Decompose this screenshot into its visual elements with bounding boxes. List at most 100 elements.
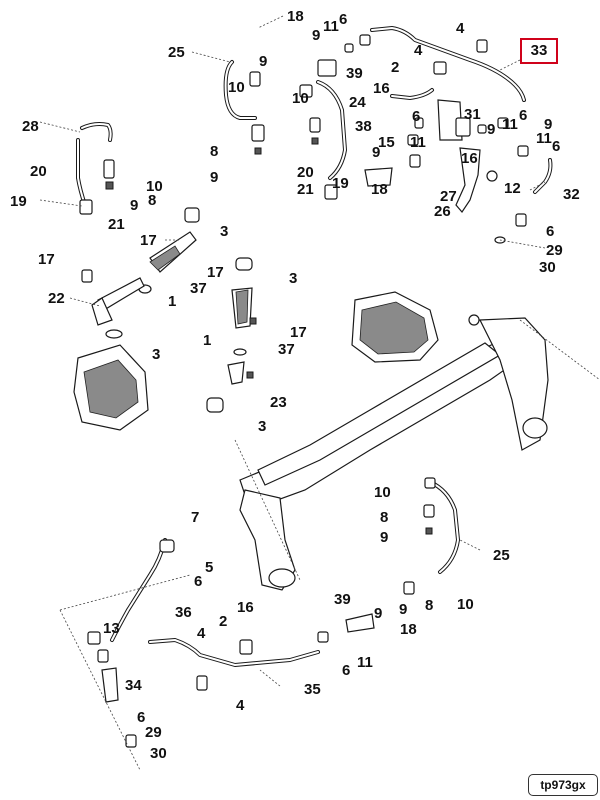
tube-assembly-lower bbox=[59, 477, 460, 771]
callout-4: 4 bbox=[236, 697, 245, 714]
callout-17: 17 bbox=[140, 232, 157, 249]
callout-34: 34 bbox=[125, 677, 142, 694]
callout-3: 3 bbox=[258, 418, 266, 435]
callout-11: 11 bbox=[410, 134, 426, 151]
callout-6: 6 bbox=[137, 709, 145, 726]
callout-16: 16 bbox=[373, 80, 390, 97]
callout-4: 4 bbox=[414, 42, 423, 59]
callout-4: 4 bbox=[456, 20, 465, 37]
callout-7: 7 bbox=[191, 509, 199, 526]
callout-11: 11 bbox=[536, 130, 552, 147]
callout-6: 6 bbox=[519, 107, 527, 124]
callout-39: 39 bbox=[334, 591, 351, 608]
callout-20: 20 bbox=[297, 164, 314, 181]
pump-assembly-left bbox=[73, 207, 200, 431]
callout-21: 21 bbox=[297, 181, 314, 198]
callout-18: 18 bbox=[400, 621, 417, 638]
callout-10: 10 bbox=[374, 484, 391, 501]
callout-10: 10 bbox=[457, 596, 474, 613]
callout-1: 1 bbox=[203, 332, 211, 349]
callout-10: 10 bbox=[292, 90, 309, 107]
callout-11: 11 bbox=[323, 18, 339, 35]
callout-29: 29 bbox=[546, 242, 563, 259]
callout-3: 3 bbox=[152, 346, 160, 363]
callout-37: 37 bbox=[278, 341, 295, 358]
callout-2: 2 bbox=[219, 613, 227, 630]
callout-5: 5 bbox=[205, 559, 213, 576]
callout-17: 17 bbox=[290, 324, 307, 341]
pump-assembly-center bbox=[206, 257, 257, 413]
callout-19: 19 bbox=[10, 193, 27, 210]
callout-31: 31 bbox=[464, 106, 481, 123]
callout-6: 6 bbox=[552, 138, 560, 155]
callout-10: 10 bbox=[228, 79, 245, 96]
callout-6: 6 bbox=[339, 11, 347, 28]
callout-22: 22 bbox=[48, 290, 65, 307]
callout-8: 8 bbox=[210, 143, 218, 160]
tube-assembly-top-left bbox=[76, 60, 257, 215]
callout-labels: 18 25 9 11 6 4 39 4 2 10 10 16 24 9 38 6… bbox=[10, 8, 580, 762]
callout-25: 25 bbox=[493, 547, 510, 564]
image-reference-tag: tp973gx bbox=[528, 774, 598, 796]
callout-1: 1 bbox=[168, 293, 176, 310]
callout-21: 21 bbox=[108, 216, 125, 233]
callout-25: 25 bbox=[168, 44, 185, 61]
callout-28: 28 bbox=[22, 118, 39, 135]
callout-9: 9 bbox=[130, 197, 138, 214]
callout-9: 9 bbox=[380, 529, 388, 546]
callout-6: 6 bbox=[342, 662, 350, 679]
callout-9: 9 bbox=[544, 116, 552, 133]
tube-assembly-top-center bbox=[249, 59, 347, 200]
callout-10: 10 bbox=[146, 178, 163, 195]
callout-2: 2 bbox=[391, 59, 399, 76]
callout-8: 8 bbox=[425, 597, 433, 614]
callout-6: 6 bbox=[194, 573, 202, 590]
callout-6: 6 bbox=[412, 108, 420, 125]
callout-9: 9 bbox=[210, 169, 218, 186]
callout-11: 11 bbox=[502, 116, 518, 133]
callout-35: 35 bbox=[304, 681, 321, 698]
callout-3: 3 bbox=[289, 270, 297, 287]
callout-17: 17 bbox=[207, 264, 224, 281]
callout-23: 23 bbox=[270, 394, 287, 411]
callout-24: 24 bbox=[349, 94, 366, 111]
callout-27: 27 bbox=[440, 188, 457, 205]
highlighted-callout-box bbox=[520, 38, 558, 64]
callout-17: 17 bbox=[38, 251, 55, 268]
callout-37: 37 bbox=[190, 280, 207, 297]
tube-assembly-top-right bbox=[344, 26, 553, 244]
callout-16: 16 bbox=[237, 599, 254, 616]
callout-16: 16 bbox=[461, 150, 478, 167]
callout-8: 8 bbox=[148, 192, 156, 209]
callout-18: 18 bbox=[287, 8, 304, 25]
callout-3: 3 bbox=[220, 223, 228, 240]
callout-26: 26 bbox=[434, 203, 451, 220]
callout-36: 36 bbox=[175, 604, 192, 621]
callout-38: 38 bbox=[355, 118, 372, 135]
callout-20: 20 bbox=[30, 163, 47, 180]
highlighted-callout: 33 bbox=[530, 42, 548, 59]
frame-assembly bbox=[234, 291, 600, 591]
callout-9: 9 bbox=[259, 53, 267, 70]
callout-9: 9 bbox=[312, 27, 320, 44]
callout-8: 8 bbox=[380, 509, 388, 526]
callout-39: 39 bbox=[346, 65, 363, 82]
callout-9: 9 bbox=[399, 601, 407, 618]
callout-6: 6 bbox=[546, 223, 554, 240]
callout-15: 15 bbox=[378, 134, 395, 151]
leader-lines bbox=[39, 15, 546, 687]
callout-29: 29 bbox=[145, 724, 162, 741]
callout-9: 9 bbox=[372, 144, 380, 161]
callout-19: 19 bbox=[332, 175, 349, 192]
callout-4: 4 bbox=[197, 625, 206, 642]
callout-11: 11 bbox=[357, 654, 373, 671]
callout-13: 13 bbox=[103, 620, 120, 637]
callout-30: 30 bbox=[150, 745, 167, 762]
callout-9: 9 bbox=[374, 605, 382, 622]
callout-9: 9 bbox=[487, 121, 495, 138]
callout-18: 18 bbox=[371, 181, 388, 198]
callout-12: 12 bbox=[504, 180, 521, 197]
callout-32: 32 bbox=[563, 186, 580, 203]
callout-30: 30 bbox=[539, 259, 556, 276]
